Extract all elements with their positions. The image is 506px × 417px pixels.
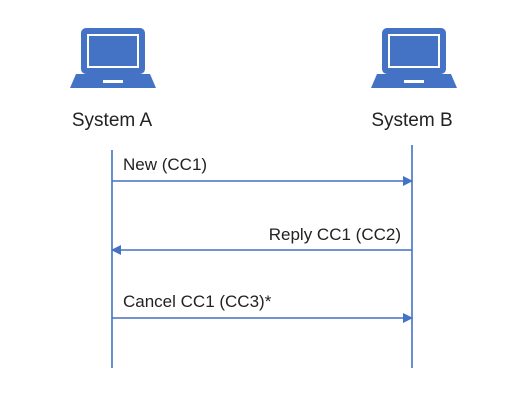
message-cancel-label: Cancel CC1 (CC3)* [123, 292, 272, 311]
message-reply-label: Reply CC1 (CC2) [269, 225, 401, 244]
system-a-laptop-icon [70, 28, 156, 88]
system-b-label: System B [371, 110, 452, 131]
system-b-laptop-icon [371, 28, 457, 88]
message-new-label: New (CC1) [123, 155, 207, 174]
system-a-label: System A [72, 110, 153, 131]
